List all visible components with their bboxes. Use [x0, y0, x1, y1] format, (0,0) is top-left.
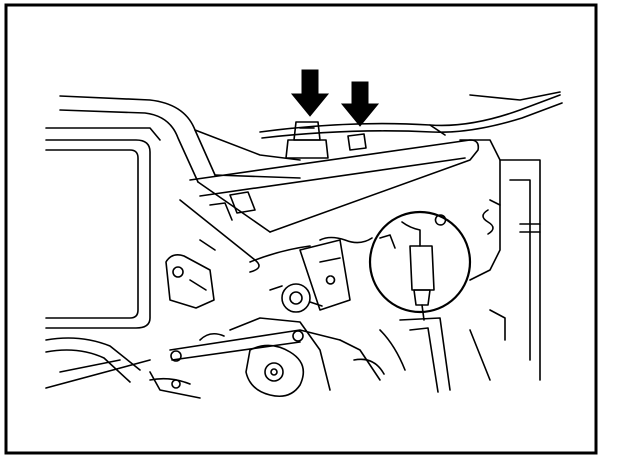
- down-arrow-left: [290, 69, 330, 117]
- lower-assembly: [149, 317, 385, 399]
- left-pump: [165, 239, 216, 309]
- center-round-part: [269, 283, 323, 313]
- outer-border: [4, 3, 598, 455]
- right-lower-bracket: [379, 317, 451, 393]
- top-wiring: [259, 91, 563, 139]
- circled-connector-part: [379, 214, 447, 321]
- upper-hose: [59, 95, 301, 183]
- main-pipe: [179, 139, 480, 273]
- right-body: [459, 139, 541, 381]
- sensor-assembly: [249, 236, 373, 311]
- down-arrow-right: [340, 81, 380, 127]
- left-panel-box: [45, 127, 161, 329]
- connector-right: [347, 133, 367, 151]
- bottom-left-hoses: [45, 337, 151, 389]
- connector-left: [285, 121, 329, 159]
- connector-circle: [368, 210, 472, 314]
